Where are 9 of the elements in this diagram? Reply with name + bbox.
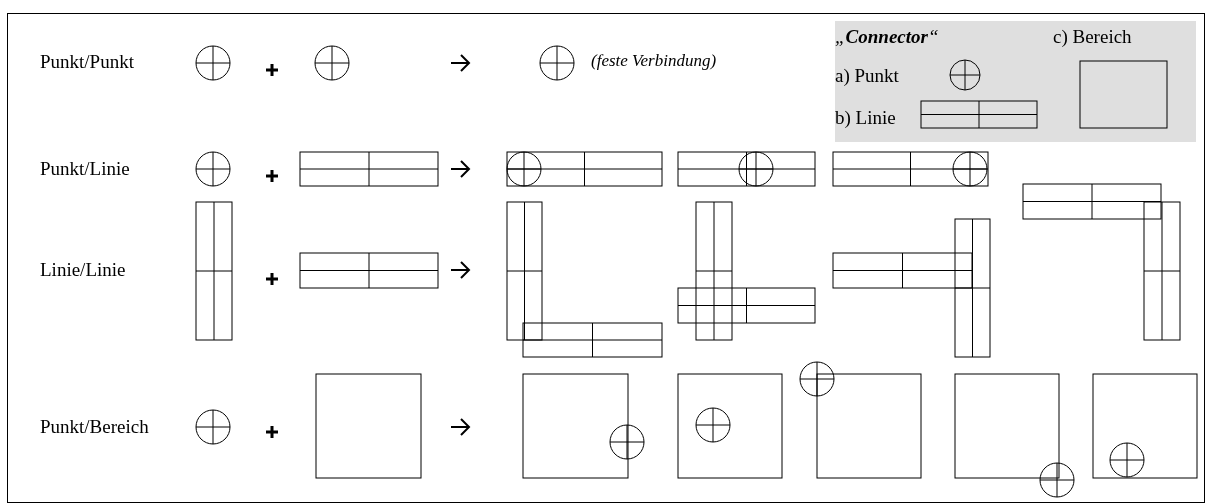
row-label: Linie/Linie xyxy=(40,259,126,281)
row-label: Punkt/Bereich xyxy=(40,416,149,438)
row-label: Punkt/Punkt xyxy=(40,51,134,73)
legend-label: c) Bereich xyxy=(1053,26,1132,48)
legend-heading: „Connector“ xyxy=(835,26,939,48)
row-label: Punkt/Linie xyxy=(40,158,130,180)
note-text: (feste Verbindung) xyxy=(591,50,717,72)
legend-label: b) Linie xyxy=(835,107,896,129)
legend-label: a) Punkt xyxy=(835,65,899,87)
